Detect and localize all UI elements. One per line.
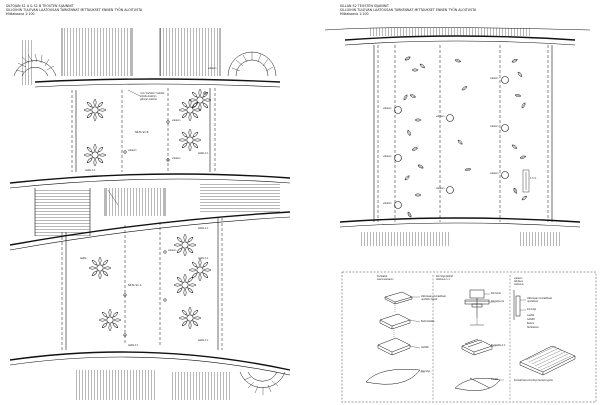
note-left: Valkoiseen kivilaattaan xyxy=(421,295,447,298)
left-item-label: laatta xyxy=(80,257,87,260)
note-mid: Rst teräs xyxy=(491,292,501,295)
note-mid: Kiinnitysura xyxy=(491,300,504,303)
left-item-label: laatta 1:1 xyxy=(198,339,209,342)
detail-footer-note: Kivilaatoissa kiinnitys teräsrungolla xyxy=(514,379,553,382)
left-item-label: valaisin xyxy=(172,119,181,122)
note-right: Asfaltti xyxy=(527,318,535,321)
left-plan xyxy=(9,28,291,400)
detail-col1-heading-1: Kivilaatat xyxy=(377,275,388,278)
detail-col1-heading-2: Asennuskaavio xyxy=(377,278,394,281)
right-title-line-2: SILLOIHIN TULEVAN LAATOUSAN TARKENNAT MI… xyxy=(340,8,477,12)
left-item-label: valaisin xyxy=(208,67,217,70)
note-left: upotettu teksti xyxy=(421,298,438,301)
bridge-b-label: SILTA S1 B xyxy=(135,131,149,134)
note-mid: Kivilaatta 1:1 xyxy=(491,344,506,347)
right-item-label: valaisin xyxy=(383,107,392,110)
note-left: Asfaltti xyxy=(421,346,429,349)
arrow-dimension-label: 1.5 m xyxy=(530,177,537,180)
left-item-label: valaisin xyxy=(172,157,181,160)
callout-line-2: silloilla kaikkiin xyxy=(140,95,157,98)
detail-col2-heading-2: Leikkaus 1:1 xyxy=(436,278,450,281)
left-item-label: laatta 1:1 xyxy=(198,152,209,155)
note-right: Terästanko xyxy=(527,326,539,329)
right-title-line-1: SILLAN S2 TEOSTEN SIJAINNIT xyxy=(340,4,390,8)
right-scale-note: Mittakaava 1:100 xyxy=(340,12,369,16)
left-scale-note: Mittakaava 1:100 xyxy=(6,12,35,16)
note-right: kiinnitys xyxy=(527,308,537,311)
note-left: Kiinnitys xyxy=(421,370,431,373)
callout-line-3: jalkojen kaikilla xyxy=(140,98,157,101)
left-title-line-1: SILTOJAN S1 A & S1 B TEOSTEN SIJAINNIT xyxy=(6,4,74,8)
callout-line-1: noin "kehikko" kaikilta xyxy=(140,92,165,95)
right-item-label: valaisin xyxy=(436,115,445,118)
right-item-label: valaisin xyxy=(490,172,499,175)
left-item-label: laatta 1:1 xyxy=(198,227,209,230)
left-item-label: valaisin xyxy=(168,249,177,252)
note-right: Laatta xyxy=(527,314,534,317)
note-left: Betonilaatta xyxy=(421,320,435,323)
detail-col3-heading-2: leikkaus xyxy=(514,280,523,283)
right-item-label: valaisin xyxy=(490,125,499,128)
note-right: Valkoiseen kivilaattaan xyxy=(527,297,553,300)
detail-col2-heading-1: Kiinnitysdetaljit xyxy=(436,275,453,278)
right-item-label: valaisin xyxy=(436,187,445,190)
right-item-label: valaisin xyxy=(383,202,392,205)
detail-panel xyxy=(341,271,597,403)
left-item-label: laatta 1:1 xyxy=(198,257,209,260)
left-title-line-2: SILLOIHIN TULEVAN LAATOUSAN TARKENNAT MI… xyxy=(6,8,143,12)
note-right: Betoni xyxy=(527,322,535,325)
left-item-label: laatta 1:1 xyxy=(85,169,96,172)
note-mid: Laatta xyxy=(491,378,498,381)
note-right: upotetaan xyxy=(527,300,539,303)
detail-col3-heading-1: valaisin xyxy=(514,277,523,280)
left-item-label: valaisin xyxy=(128,149,137,152)
right-item-label: valaisin xyxy=(383,155,392,158)
left-item-label: laatta 1:1 xyxy=(128,344,139,347)
right-item-label: valaisin xyxy=(490,77,499,80)
bridge-a-label: SILTA S1 A xyxy=(128,284,142,287)
right-plan xyxy=(324,27,591,246)
detail-col3-heading-3: Leikkaus xyxy=(514,283,524,286)
